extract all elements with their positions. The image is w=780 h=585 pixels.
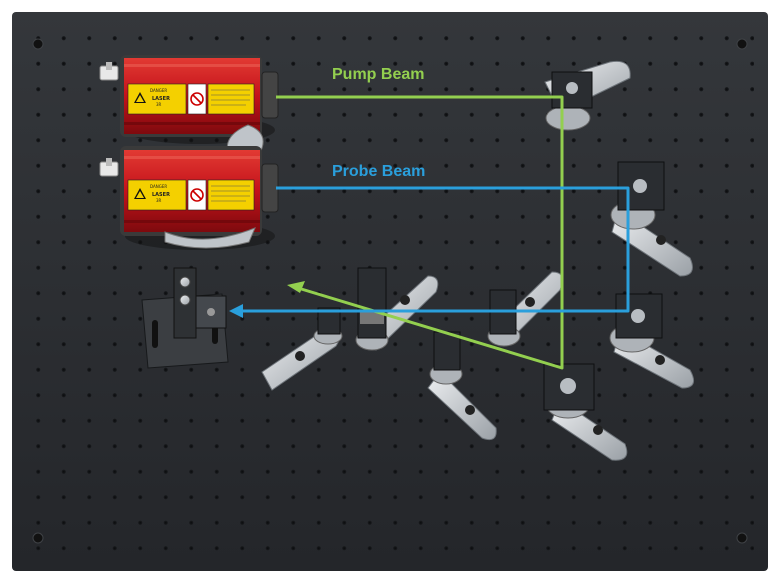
detector-mount [141,267,229,369]
probe-beam-label: Probe Beam [332,163,425,180]
lens-mount-3 [427,331,497,441]
lens-mount-1 [261,307,343,391]
key-switch-icon [99,62,119,81]
key-switch-icon [99,158,119,177]
pump-beam-label: Pump Beam [332,66,424,83]
probe-beam-line [236,186,630,313]
pump-beam-arrowhead [287,281,305,293]
no-entry-icon [187,83,207,115]
laser-label-header: DANGER [150,184,167,189]
mirror-mount-4 [543,363,628,461]
laser-warning-label: DANGER LASER 3R [127,83,187,115]
laser-warning-label: DANGER LASER 3R [127,179,187,211]
mirror-mount-3 [609,293,695,389]
laser-info-label [207,179,255,211]
laser-label-class: LASER [152,96,170,102]
mirror-mount-2 [610,161,693,277]
probe-laser: DANGER LASER 3R [99,146,279,250]
corner-mount-hole-top-right [736,38,748,50]
laser-label-class: LASER [152,192,170,198]
corner-mount-hole-bottom-left [32,532,44,544]
pump-laser: DANGER LASER 3R [99,55,279,158]
pump-beam-path [276,95,564,370]
laser-label-rating: 3R [156,102,162,107]
probe-beam-arrowhead [229,304,243,318]
no-entry-icon [187,179,207,211]
laser-label-header: DANGER [150,88,167,93]
mirror-mount-1 [544,60,631,131]
probe-beam-path [229,186,630,318]
laser-info-label [207,83,255,115]
laser-label-rating: 3R [156,198,162,203]
corner-mount-hole-bottom-right [736,532,748,544]
pump-beam-line [276,95,564,370]
corner-mount-hole-top-left [32,38,44,50]
